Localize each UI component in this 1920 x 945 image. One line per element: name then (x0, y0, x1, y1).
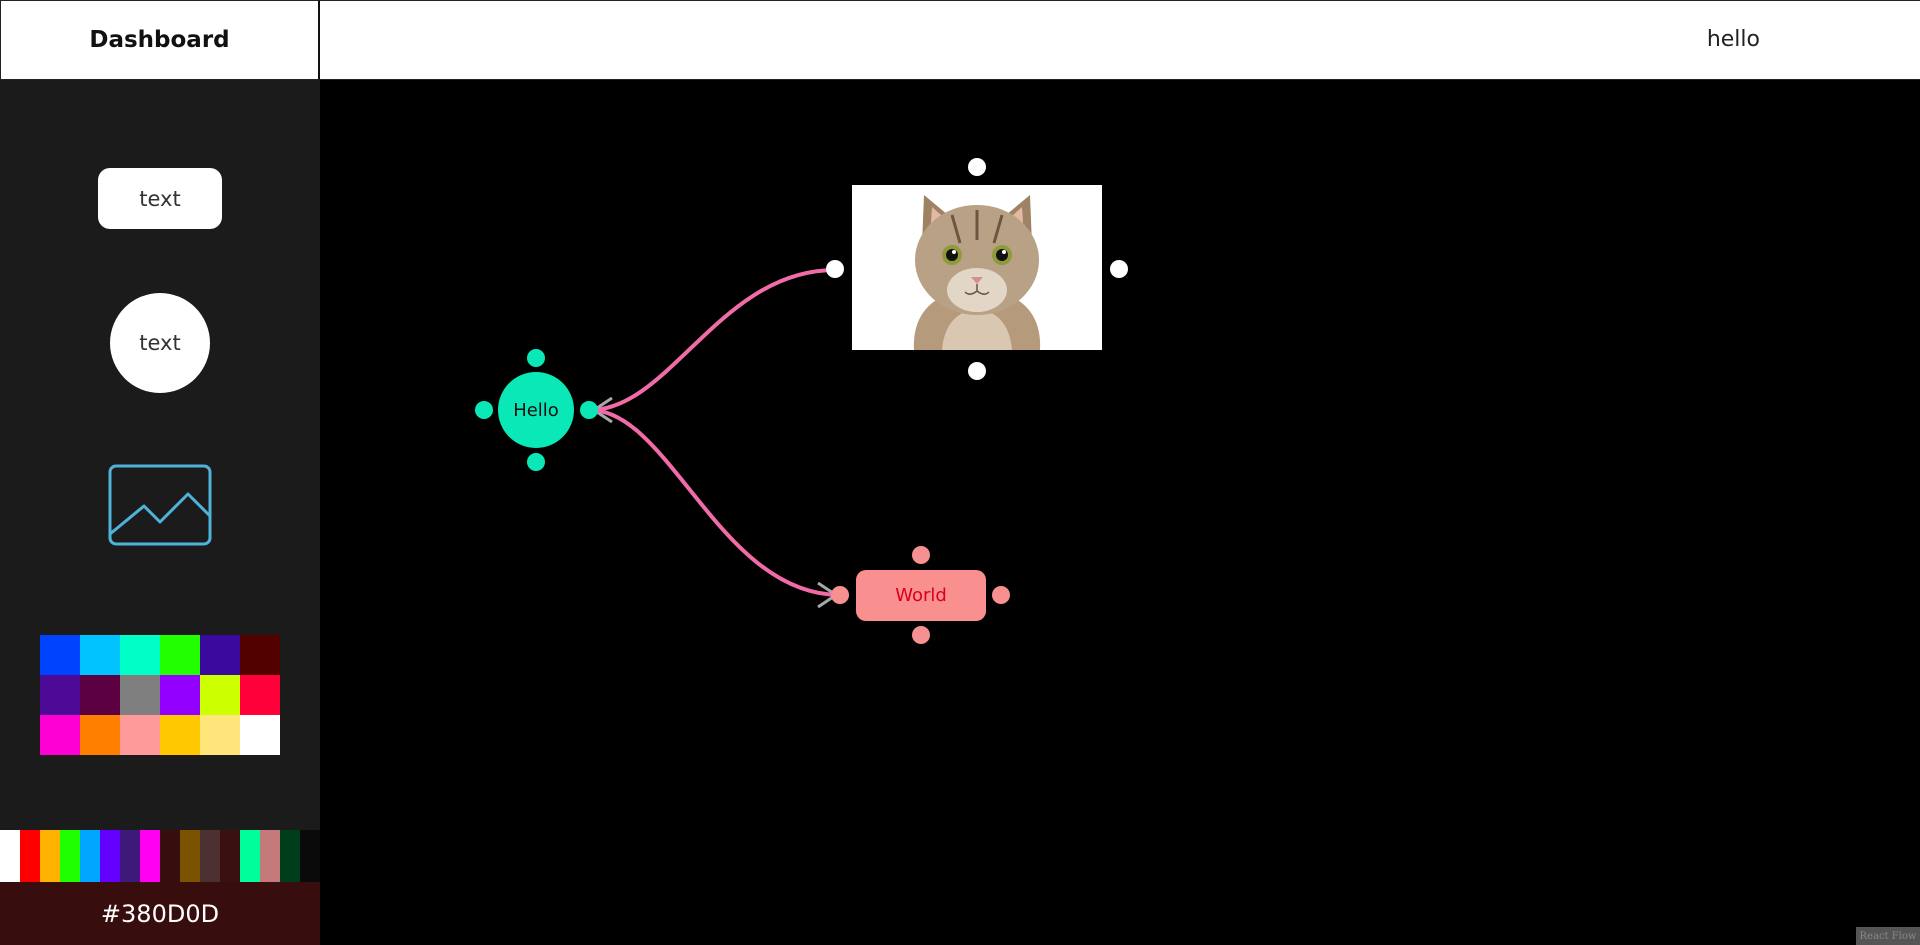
palette-swatch[interactable] (240, 675, 280, 715)
edge-image-to-hello[interactable] (589, 268, 836, 412)
current-color-display: #380D0D (0, 882, 320, 945)
circle-node-tool[interactable]: text (110, 293, 210, 393)
color-palette (40, 635, 280, 755)
palette-swatch[interactable] (80, 635, 120, 675)
node-hello[interactable]: Hello (498, 372, 574, 448)
palette-swatch[interactable] (40, 675, 80, 715)
strip-swatch[interactable] (120, 830, 140, 882)
strip-swatch[interactable] (160, 830, 180, 882)
palette-swatch[interactable] (40, 715, 80, 755)
palette-swatch[interactable] (240, 715, 280, 755)
handle-right[interactable] (992, 586, 1010, 604)
brand-title: Dashboard (0, 0, 320, 80)
color-strip (0, 830, 320, 882)
strip-swatch[interactable] (40, 830, 60, 882)
palette-swatch[interactable] (40, 635, 80, 675)
handle-top[interactable] (968, 158, 986, 176)
flow-canvas[interactable]: Hello (320, 80, 1920, 945)
handle-left[interactable] (826, 260, 844, 278)
handle-left[interactable] (831, 586, 849, 604)
handle-bottom[interactable] (912, 626, 930, 644)
handle-left[interactable] (475, 401, 493, 419)
strip-swatch[interactable] (180, 830, 200, 882)
edges-layer (589, 268, 841, 609)
palette-swatch[interactable] (240, 635, 280, 675)
handle-top[interactable] (527, 349, 545, 367)
palette-swatch[interactable] (80, 715, 120, 755)
strip-swatch[interactable] (80, 830, 100, 882)
image-icon (108, 464, 212, 546)
strip-swatch[interactable] (240, 830, 260, 882)
palette-swatch[interactable] (120, 675, 160, 715)
cat-photo (852, 185, 1102, 350)
handle-top[interactable] (912, 546, 930, 564)
edge-hello-to-world[interactable] (589, 408, 841, 597)
palette-swatch[interactable] (160, 635, 200, 675)
handle-right[interactable] (580, 401, 598, 419)
strip-swatch[interactable] (140, 830, 160, 882)
palette-swatch[interactable] (200, 675, 240, 715)
strip-swatch[interactable] (300, 830, 320, 882)
palette-swatch[interactable] (200, 715, 240, 755)
strip-swatch[interactable] (280, 830, 300, 882)
palette-swatch[interactable] (120, 715, 160, 755)
top-bar: hello (320, 0, 1920, 80)
palette-swatch[interactable] (200, 635, 240, 675)
node-world[interactable]: World (856, 570, 986, 621)
palette-swatch[interactable] (160, 675, 200, 715)
strip-swatch[interactable] (20, 830, 40, 882)
react-flow-attribution[interactable]: React Flow (1856, 927, 1920, 945)
handle-bottom[interactable] (968, 362, 986, 380)
palette-swatch[interactable] (120, 635, 160, 675)
top-bar-text: hello (1706, 27, 1760, 52)
palette-swatch[interactable] (80, 675, 120, 715)
strip-swatch[interactable] (0, 830, 20, 882)
sidebar: text text (0, 80, 320, 830)
palette-swatch[interactable] (160, 715, 200, 755)
strip-swatch[interactable] (60, 830, 80, 882)
strip-swatch[interactable] (220, 830, 240, 882)
image-node-tool[interactable] (108, 464, 212, 546)
strip-swatch[interactable] (100, 830, 120, 882)
handle-right[interactable] (1110, 260, 1128, 278)
strip-swatch[interactable] (200, 830, 220, 882)
rectangle-node-tool[interactable]: text (98, 168, 222, 229)
handle-bottom[interactable] (527, 453, 545, 471)
node-image[interactable] (852, 185, 1102, 350)
strip-swatch[interactable] (260, 830, 280, 882)
